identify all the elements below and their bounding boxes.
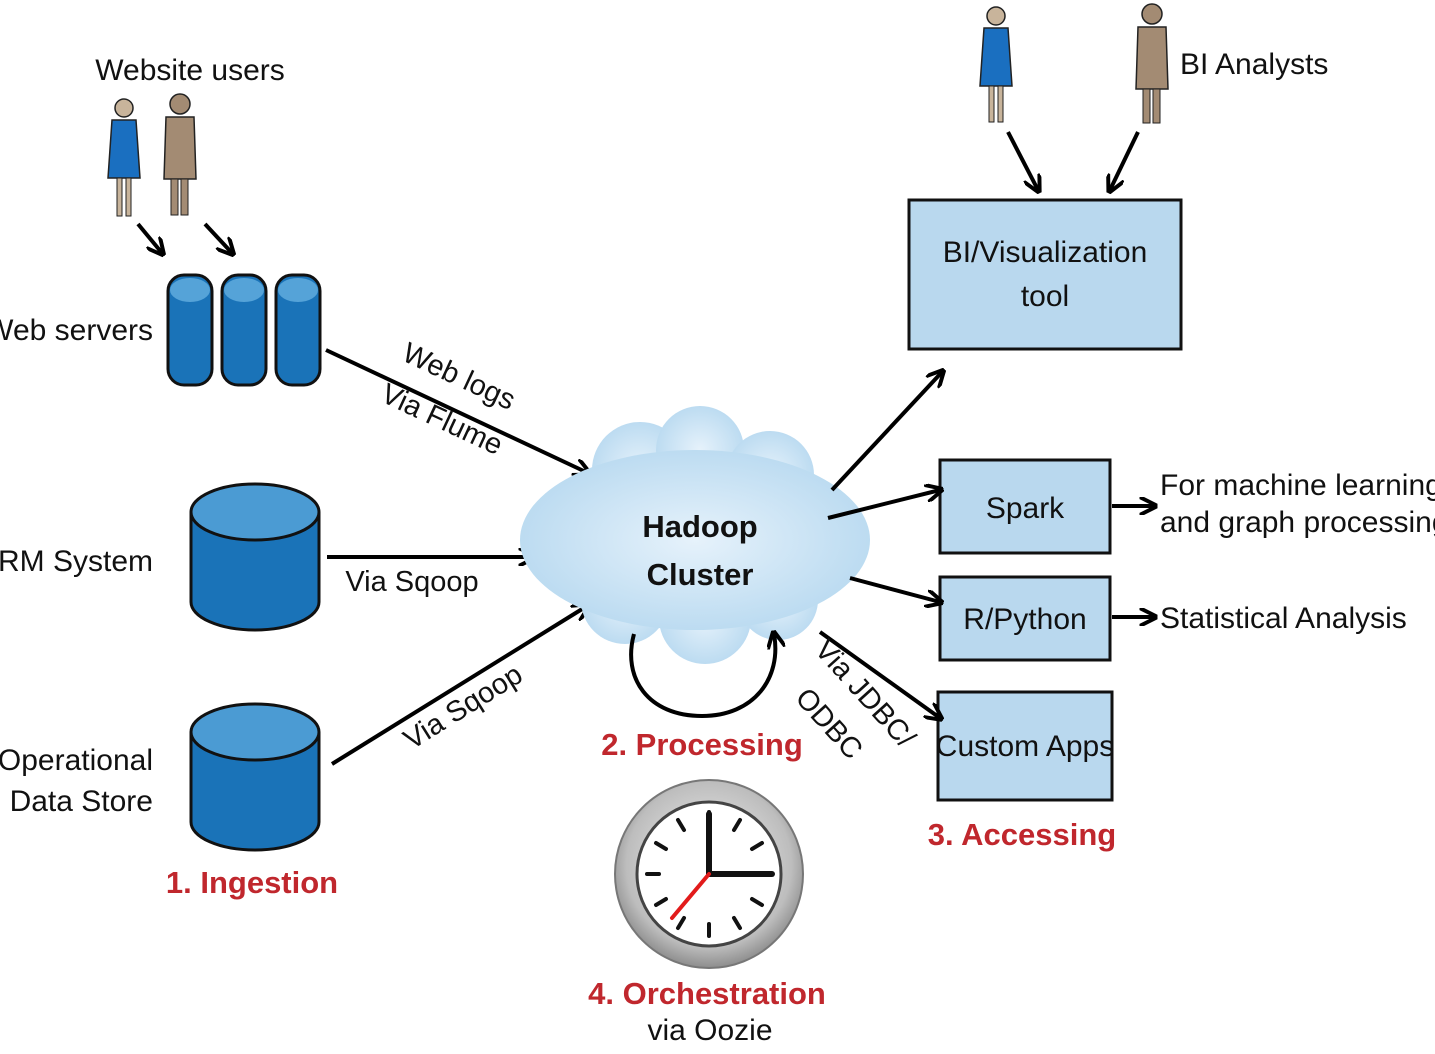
website-user-tan-icon xyxy=(163,93,197,216)
analyst1-to-bi-arrow xyxy=(1006,131,1038,190)
r-python-box xyxy=(938,575,1112,662)
ml-label-line1: For machine learning xyxy=(1160,469,1435,502)
processing-loop-arrow xyxy=(629,634,775,719)
crm-system-label: CRM System xyxy=(0,545,153,578)
step-accessing: 3. Accessing xyxy=(928,817,1116,852)
cloud-title-line2: Cluster xyxy=(647,557,754,592)
spark-label: Spark xyxy=(986,492,1065,525)
bi-analyst-blue-icon xyxy=(979,6,1013,123)
r-python-label: R/Python xyxy=(963,603,1086,636)
ml-label-line2: and graph processing xyxy=(1160,506,1435,539)
web-logs-arrow xyxy=(325,348,588,473)
ods-label-line1: Operational xyxy=(0,744,153,777)
bi-analyst-tan-icon xyxy=(1135,3,1169,124)
user2-to-server-arrow xyxy=(203,222,232,253)
via-oozie-label: via Oozie xyxy=(647,1014,772,1047)
clock-icon xyxy=(614,779,804,969)
step-orchestration: 4. Orchestration xyxy=(588,976,826,1011)
analyst2-to-bi-arrow xyxy=(1110,131,1140,190)
custom-apps-label: Custom Apps xyxy=(936,730,1114,763)
web-server-3-icon xyxy=(274,273,322,387)
web-servers-label: Web servers xyxy=(0,314,153,347)
ods-sqoop-label: Via Sqoop xyxy=(398,658,528,756)
ods-label-line2: Data Store xyxy=(10,785,153,818)
bi-visualization-box xyxy=(907,198,1183,351)
cloud-title-line1: Hadoop xyxy=(642,509,757,544)
web-server-1-icon xyxy=(166,273,214,387)
ods-database-icon xyxy=(189,702,321,852)
hadoop-cloud-icon xyxy=(520,406,870,664)
step-ingestion: 1. Ingestion xyxy=(166,865,338,900)
user1-to-server-arrow xyxy=(136,222,162,253)
website-users-label: Website users xyxy=(95,54,285,87)
cloud-to-customapps-arrow xyxy=(818,630,940,718)
bi-analysts-label: BI Analysts xyxy=(1180,48,1328,81)
cloud-to-bi-arrow xyxy=(830,372,942,492)
cloud-to-spark-arrow xyxy=(827,490,940,520)
crm-sqoop-label: Via Sqoop xyxy=(345,566,478,598)
spark-box xyxy=(938,458,1112,555)
website-user-blue-icon xyxy=(107,98,141,217)
stat-analysis-label: Statistical Analysis xyxy=(1160,602,1407,635)
crm-database-icon xyxy=(189,482,321,632)
cloud-to-rpython-arrow xyxy=(849,576,940,602)
step-processing: 2. Processing xyxy=(601,727,803,762)
custom-apps-box xyxy=(936,690,1114,802)
ods-sqoop-arrow xyxy=(330,606,587,766)
bi-tool-label-line2: tool xyxy=(1021,280,1069,313)
web-server-2-icon xyxy=(220,273,268,387)
bi-tool-label-line1: BI/Visualization xyxy=(943,236,1148,269)
